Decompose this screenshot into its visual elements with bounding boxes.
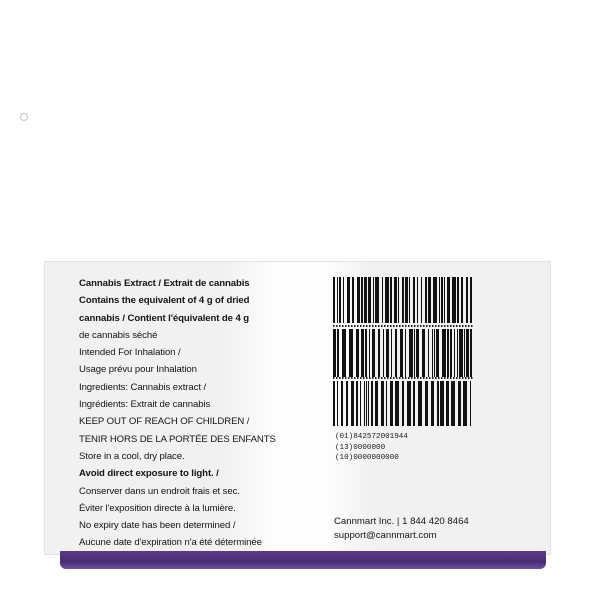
label-line: No expiry date has been determined / bbox=[79, 520, 236, 532]
dust-speck bbox=[20, 113, 28, 121]
label-line: Store in a cool, dry place. bbox=[79, 450, 185, 462]
label-line: Intended For Inhalation / bbox=[79, 347, 181, 359]
company-info: Cannmart Inc. | 1 844 420 8464 support@c… bbox=[334, 515, 469, 543]
package-edge bbox=[60, 551, 546, 569]
lot-code: (10)0000000000 bbox=[335, 454, 399, 462]
label-line: TENIR HORS DE LA PORTÉE DES ENFANTS bbox=[79, 433, 276, 445]
label-text-block: Cannabis Extract / Extrait de cannabis C… bbox=[79, 275, 329, 552]
label-line: cannabis / Contient l'équivalent de 4 g bbox=[79, 312, 250, 324]
company-phone: Cannmart Inc. | 1 844 420 8464 bbox=[334, 516, 469, 527]
label-line: de cannabis séché bbox=[79, 329, 158, 341]
label-line: Contains the equivalent of 4 g of dried bbox=[79, 295, 250, 307]
label-line: Avoid direct exposure to light. / bbox=[79, 468, 219, 480]
label-line: Ingrédients: Extrait de cannabis bbox=[79, 399, 211, 411]
label-line: KEEP OUT OF REACH OF CHILDREN / bbox=[79, 416, 250, 428]
barcode-icon bbox=[333, 277, 473, 426]
label-line: Usage prévu pour Inhalation bbox=[79, 364, 197, 376]
support-email: support@cannmart.com bbox=[334, 530, 437, 541]
label-line: Ingredients: Cannabis extract / bbox=[79, 381, 207, 393]
label-line: Cannabis Extract / Extrait de cannabis bbox=[79, 278, 250, 289]
date-code: (13)0000000 bbox=[335, 443, 386, 452]
label-line: Conserver dans un endroit frais et sec. bbox=[79, 485, 240, 497]
label-line: Aucune date d'expiration n'a été détermi… bbox=[79, 537, 262, 549]
barcode-codes: (01)842572001944 (13)0000000 (10)0000000… bbox=[335, 432, 408, 464]
label-line: Éviter l'exposition directe à la lumière… bbox=[79, 502, 236, 514]
gtin-code: (01)842572001944 bbox=[335, 433, 408, 441]
